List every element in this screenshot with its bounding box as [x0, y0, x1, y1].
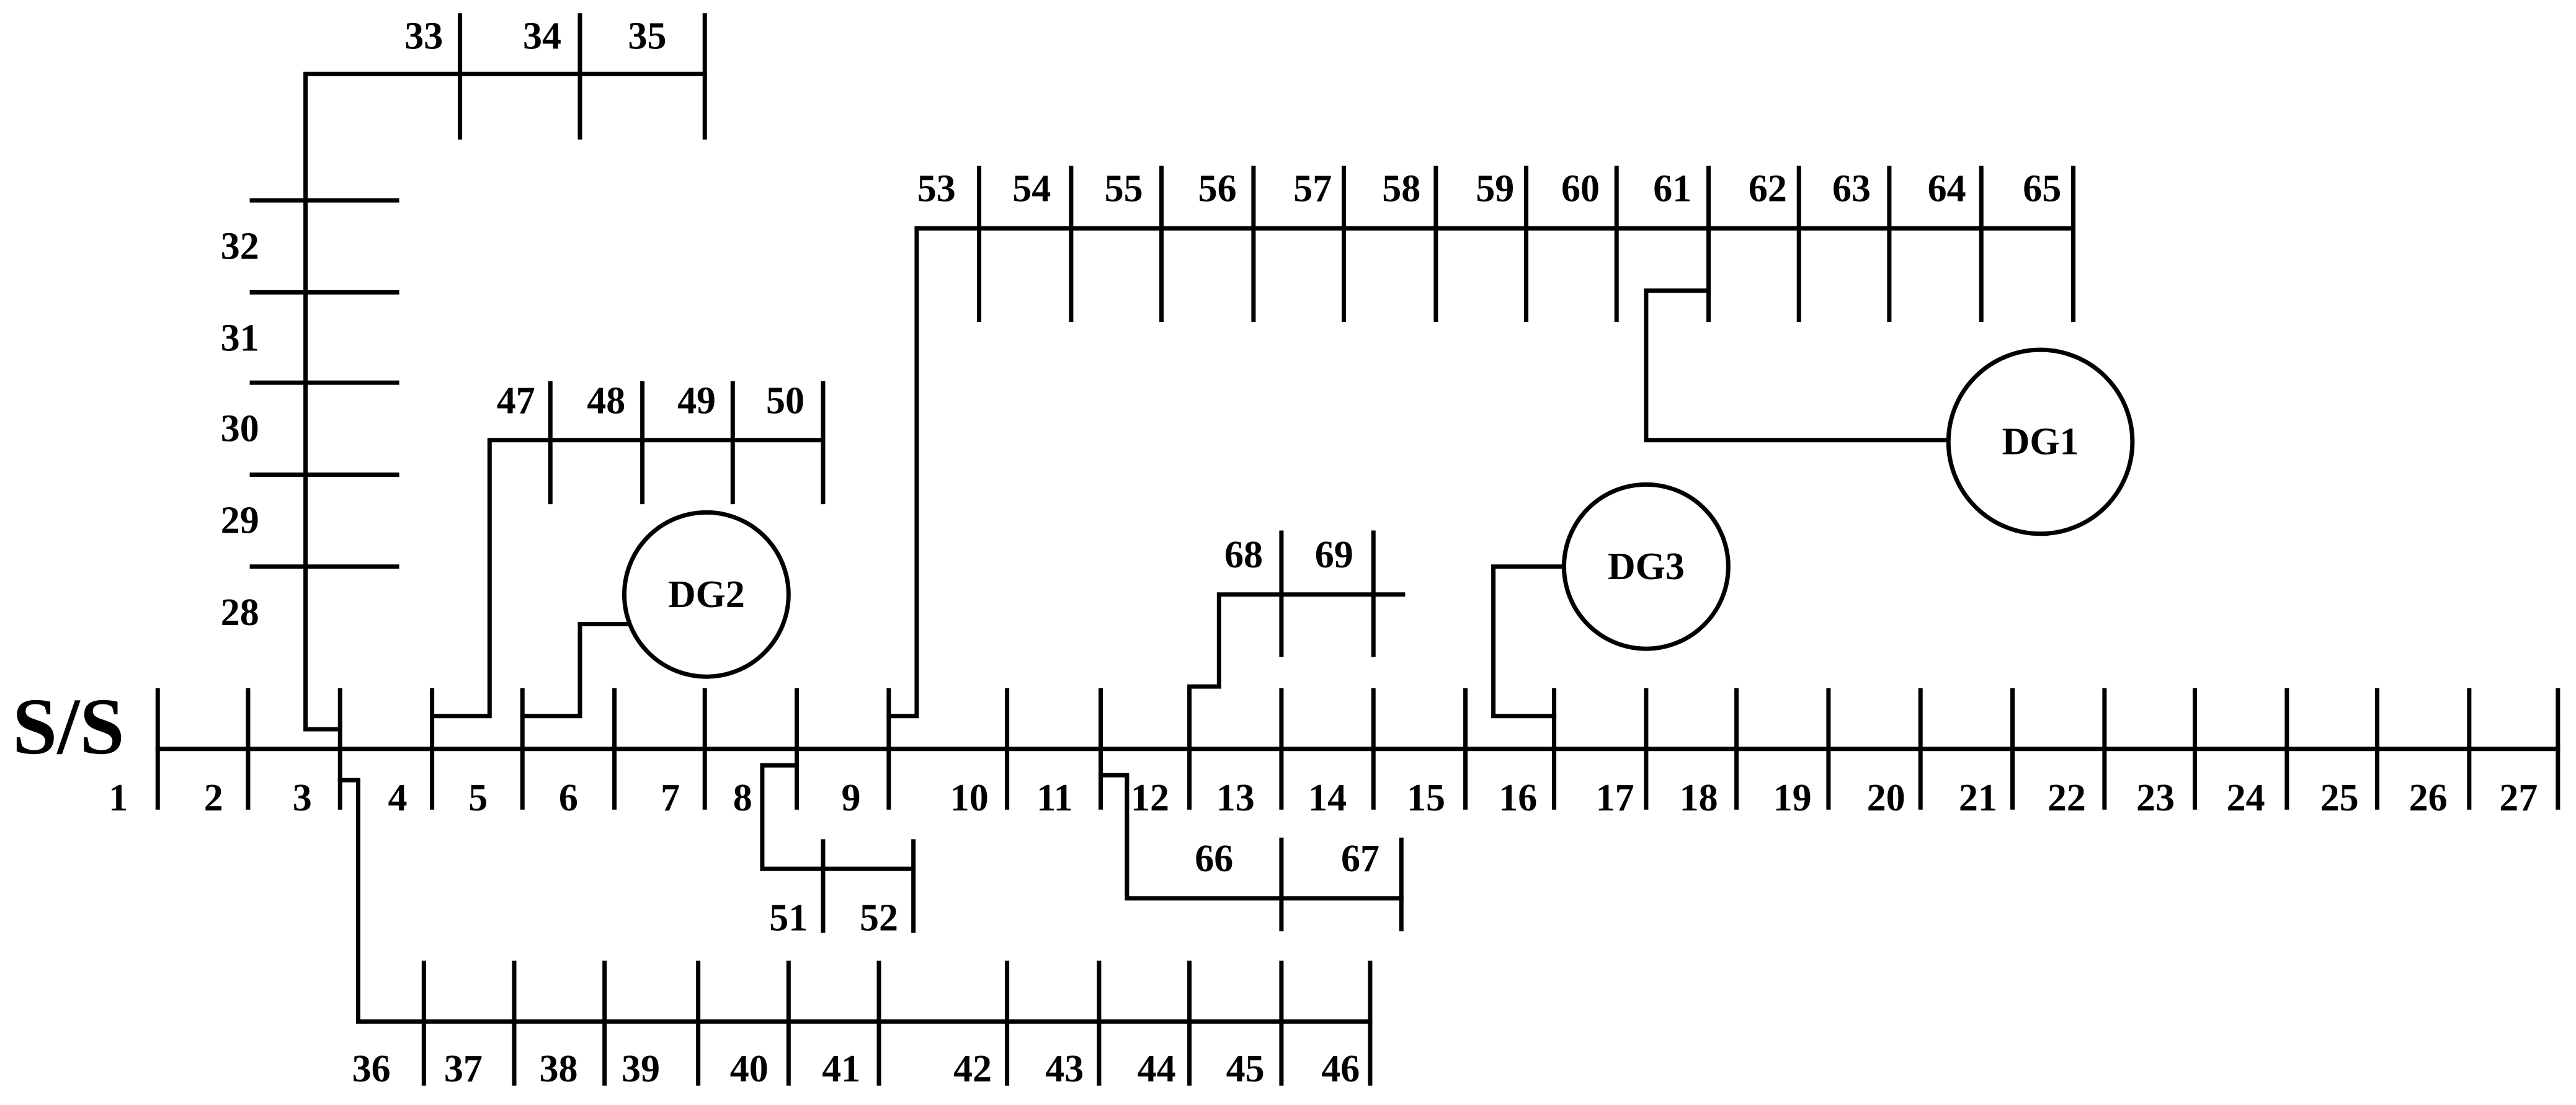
- bus-label-28: 28: [221, 592, 259, 634]
- bus-label-58: 58: [1382, 168, 1420, 210]
- bus-label-36: 36: [352, 1048, 391, 1090]
- bus-label-34: 34: [523, 15, 561, 57]
- bus-label-15: 15: [1407, 777, 1445, 819]
- bus-label-23: 23: [2136, 777, 2175, 819]
- bus-label-51: 51: [769, 897, 808, 939]
- bus-label-52: 52: [860, 897, 898, 939]
- bus-label-47: 47: [497, 379, 535, 422]
- branch-66-67-line: [1099, 773, 1404, 901]
- bus-label-42: 42: [953, 1048, 992, 1090]
- bus-label-26: 26: [2409, 777, 2448, 819]
- bus-label-39: 39: [622, 1048, 660, 1090]
- bus-label-19: 19: [1773, 777, 1812, 819]
- feeder-lines: [155, 71, 2560, 1024]
- bus-label-20: 20: [1867, 777, 1905, 819]
- dg1-label: DG1: [2002, 420, 2079, 463]
- bus-label-41: 41: [822, 1048, 860, 1090]
- bus-label-65: 65: [2023, 168, 2061, 210]
- bus-label-22: 22: [2048, 777, 2086, 819]
- bus-label-63: 63: [1832, 168, 1871, 210]
- branch-47-50-line: [430, 438, 826, 719]
- bus-label-30: 30: [221, 407, 259, 450]
- bus-label-6: 6: [559, 777, 578, 819]
- bus-label-14: 14: [1308, 777, 1347, 819]
- bus-label-59: 59: [1476, 168, 1514, 210]
- bus-label-64: 64: [1928, 168, 1966, 210]
- bus-label-48: 48: [587, 379, 625, 422]
- dg3-connection-line: [1491, 564, 1568, 719]
- bus-label-67: 67: [1341, 838, 1379, 880]
- bus-label-44: 44: [1138, 1048, 1176, 1090]
- dg2-label: DG2: [668, 574, 745, 616]
- bus-label-25: 25: [2320, 777, 2359, 819]
- bus-label-11: 11: [1036, 777, 1073, 819]
- bus-label-24: 24: [2227, 777, 2265, 819]
- bus-label-5: 5: [468, 777, 488, 819]
- bus-label-3: 3: [293, 777, 312, 819]
- bus-label-1: 1: [109, 777, 128, 819]
- bus-label-29: 29: [221, 500, 259, 542]
- bus-label-13: 13: [1216, 777, 1255, 819]
- branch-28-35-line: [303, 71, 707, 732]
- bus-label-37: 37: [444, 1048, 483, 1090]
- bus-label-50: 50: [766, 379, 804, 422]
- bus-label-18: 18: [1680, 777, 1718, 819]
- branch-68-69-line: [1187, 592, 1406, 689]
- bus-label-33: 33: [404, 15, 443, 57]
- bus-label-21: 21: [1959, 777, 1997, 819]
- bus-label-40: 40: [730, 1048, 769, 1090]
- bus-label-56: 56: [1198, 168, 1237, 210]
- bus-label-27: 27: [2499, 777, 2538, 819]
- bus-label-46: 46: [1321, 1048, 1360, 1090]
- dg2-circle: [622, 510, 791, 679]
- bus-markers: [155, 13, 2560, 1086]
- bus-label-49: 49: [677, 379, 716, 422]
- bus-label-69: 69: [1315, 534, 1353, 576]
- branch-51-52-line: [760, 763, 916, 871]
- bus-label-55: 55: [1105, 168, 1143, 210]
- dg2-connection-line: [520, 622, 630, 719]
- bus-label-53: 53: [917, 168, 956, 210]
- bus-label-12: 12: [1131, 777, 1169, 819]
- bus-label-7: 7: [661, 777, 680, 819]
- bus-label-9: 9: [842, 777, 861, 819]
- bus-label-8: 8: [733, 777, 752, 819]
- bus-label-35: 35: [628, 15, 667, 57]
- bus-label-57: 57: [1293, 168, 1332, 210]
- bus-label-61: 61: [1653, 168, 1691, 210]
- bus-label-43: 43: [1045, 1048, 1084, 1090]
- bus-label-54: 54: [1012, 168, 1051, 210]
- bus-label-32: 32: [221, 225, 259, 267]
- dg3-label: DG3: [1608, 546, 1685, 588]
- bus-label-60: 60: [1561, 168, 1600, 210]
- bus-label-66: 66: [1195, 838, 1233, 880]
- bus-label-4: 4: [388, 777, 408, 819]
- dg3-circle: [1561, 482, 1731, 651]
- bus-label-62: 62: [1749, 168, 1787, 210]
- substation-label: S/S: [12, 682, 125, 771]
- dg1-circle: [1946, 347, 2135, 536]
- bus-label-38: 38: [540, 1048, 578, 1090]
- bus-label-10: 10: [950, 777, 989, 819]
- bus-label-16: 16: [1499, 777, 1537, 819]
- dg1-connection-line: [1644, 288, 1953, 443]
- bus-label-68: 68: [1224, 534, 1263, 576]
- bus-label-45: 45: [1226, 1048, 1265, 1090]
- bus-label-17: 17: [1596, 777, 1634, 819]
- branch-53-65-line: [886, 226, 2075, 719]
- bus-label-2: 2: [204, 777, 223, 819]
- branch-36-46-line: [337, 778, 1373, 1024]
- bus-label-31: 31: [221, 317, 259, 360]
